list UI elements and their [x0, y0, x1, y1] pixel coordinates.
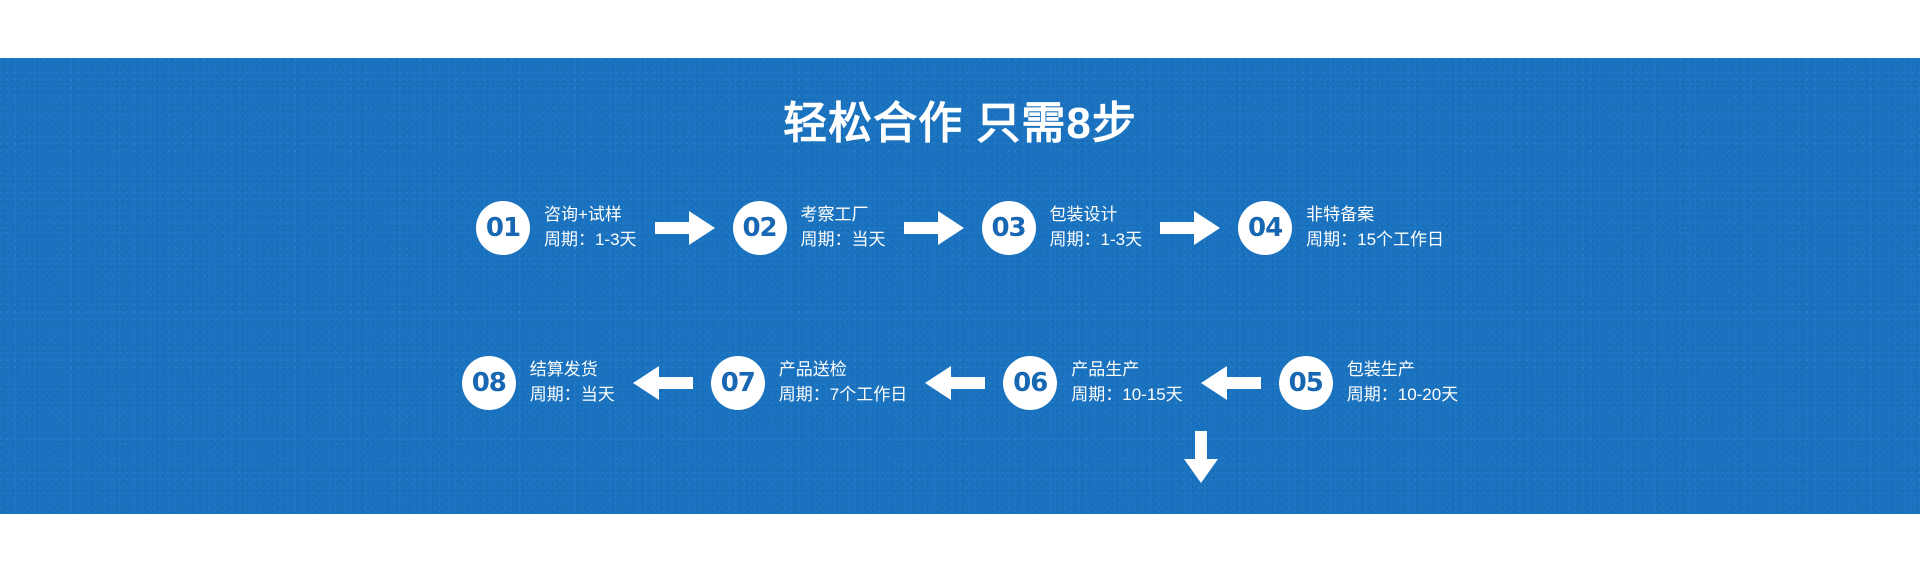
step-number-badge: 08	[461, 356, 516, 410]
step-item[interactable]: 03 包装设计 周期：1-3天	[981, 192, 1143, 264]
step-name: 产品送检	[778, 360, 847, 380]
step-name: 包装设计	[1049, 205, 1118, 225]
flow-row-bottom: 08 结算发货 周期：当天 07 产品送检 周期：7个工作日	[0, 333, 1920, 433]
step-item[interactable]: 06 产品生产 周期：10-15天	[1003, 347, 1183, 419]
page-title: 轻松合作 只需8步	[783, 99, 1137, 148]
step-cycle: 周期：7个工作日	[778, 385, 908, 404]
step-name: 咨询+试样	[543, 205, 622, 225]
step-name: 非特备案	[1306, 205, 1375, 225]
arrow-right-icon	[654, 211, 715, 245]
step-item[interactable]: 08 结算发货 周期：当天	[461, 347, 615, 419]
process-flow: 01 咨询+试样 周期：1-3天 02 考察工厂 周期：当天	[0, 178, 1920, 483]
arrow-left-icon	[632, 366, 693, 400]
step-cycle: 周期：15个工作日	[1306, 230, 1445, 249]
step-labels: 包装设计 周期：1-3天	[1050, 203, 1143, 252]
step-labels: 包装生产 周期：10-20天	[1347, 358, 1458, 407]
step-cycle: 周期：当天	[800, 230, 886, 249]
step-item[interactable]: 01 咨询+试样 周期：1-3天	[475, 192, 637, 264]
step-cycle: 周期：1-3天	[1049, 230, 1143, 249]
step-labels: 结算发货 周期：当天	[530, 358, 615, 407]
step-cycle: 周期：10-20天	[1346, 385, 1459, 404]
arrow-left-icon	[1200, 366, 1261, 400]
step-labels: 产品送检 周期：7个工作日	[779, 358, 907, 407]
step-name: 结算发货	[529, 360, 598, 380]
step-item[interactable]: 05 包装生产 周期：10-20天	[1278, 347, 1458, 419]
step-labels: 咨询+试样 周期：1-3天	[544, 203, 637, 252]
step-cycle: 周期：当天	[529, 385, 615, 404]
arrow-right-icon	[903, 211, 964, 245]
arrow-right-icon	[1160, 211, 1221, 245]
step-cycle: 周期：10-15天	[1071, 385, 1183, 404]
arrow-down-connector	[1181, 431, 1221, 483]
step-labels: 非特备案 周期：15个工作日	[1306, 203, 1444, 252]
step-number-badge: 06	[1003, 356, 1058, 410]
step-item[interactable]: 07 产品送检 周期：7个工作日	[710, 347, 907, 419]
step-number-badge: 07	[710, 356, 765, 410]
step-number-badge: 05	[1278, 356, 1333, 410]
step-number-badge: 03	[981, 201, 1036, 255]
step-item[interactable]: 02 考察工厂 周期：当天	[732, 192, 886, 264]
step-name: 包装生产	[1346, 360, 1415, 380]
arrow-left-icon	[925, 366, 986, 400]
flow-row-top: 01 咨询+试样 周期：1-3天 02 考察工厂 周期：当天	[0, 178, 1920, 278]
step-cycle: 周期：1-3天	[543, 230, 637, 249]
step-item[interactable]: 04 非特备案 周期：15个工作日	[1238, 192, 1444, 264]
step-number-badge: 04	[1238, 201, 1293, 255]
step-number-badge: 01	[475, 201, 530, 255]
step-number-badge: 02	[732, 201, 787, 255]
process-banner: 轻松合作 只需8步 01 咨询+试样 周期：1-3天 02 考察工厂	[0, 58, 1920, 514]
step-labels: 产品生产 周期：10-15天	[1071, 358, 1182, 407]
arrow-down-icon	[1184, 431, 1218, 483]
step-name: 考察工厂	[800, 205, 869, 225]
step-name: 产品生产	[1071, 360, 1140, 380]
step-labels: 考察工厂 周期：当天	[801, 203, 886, 252]
